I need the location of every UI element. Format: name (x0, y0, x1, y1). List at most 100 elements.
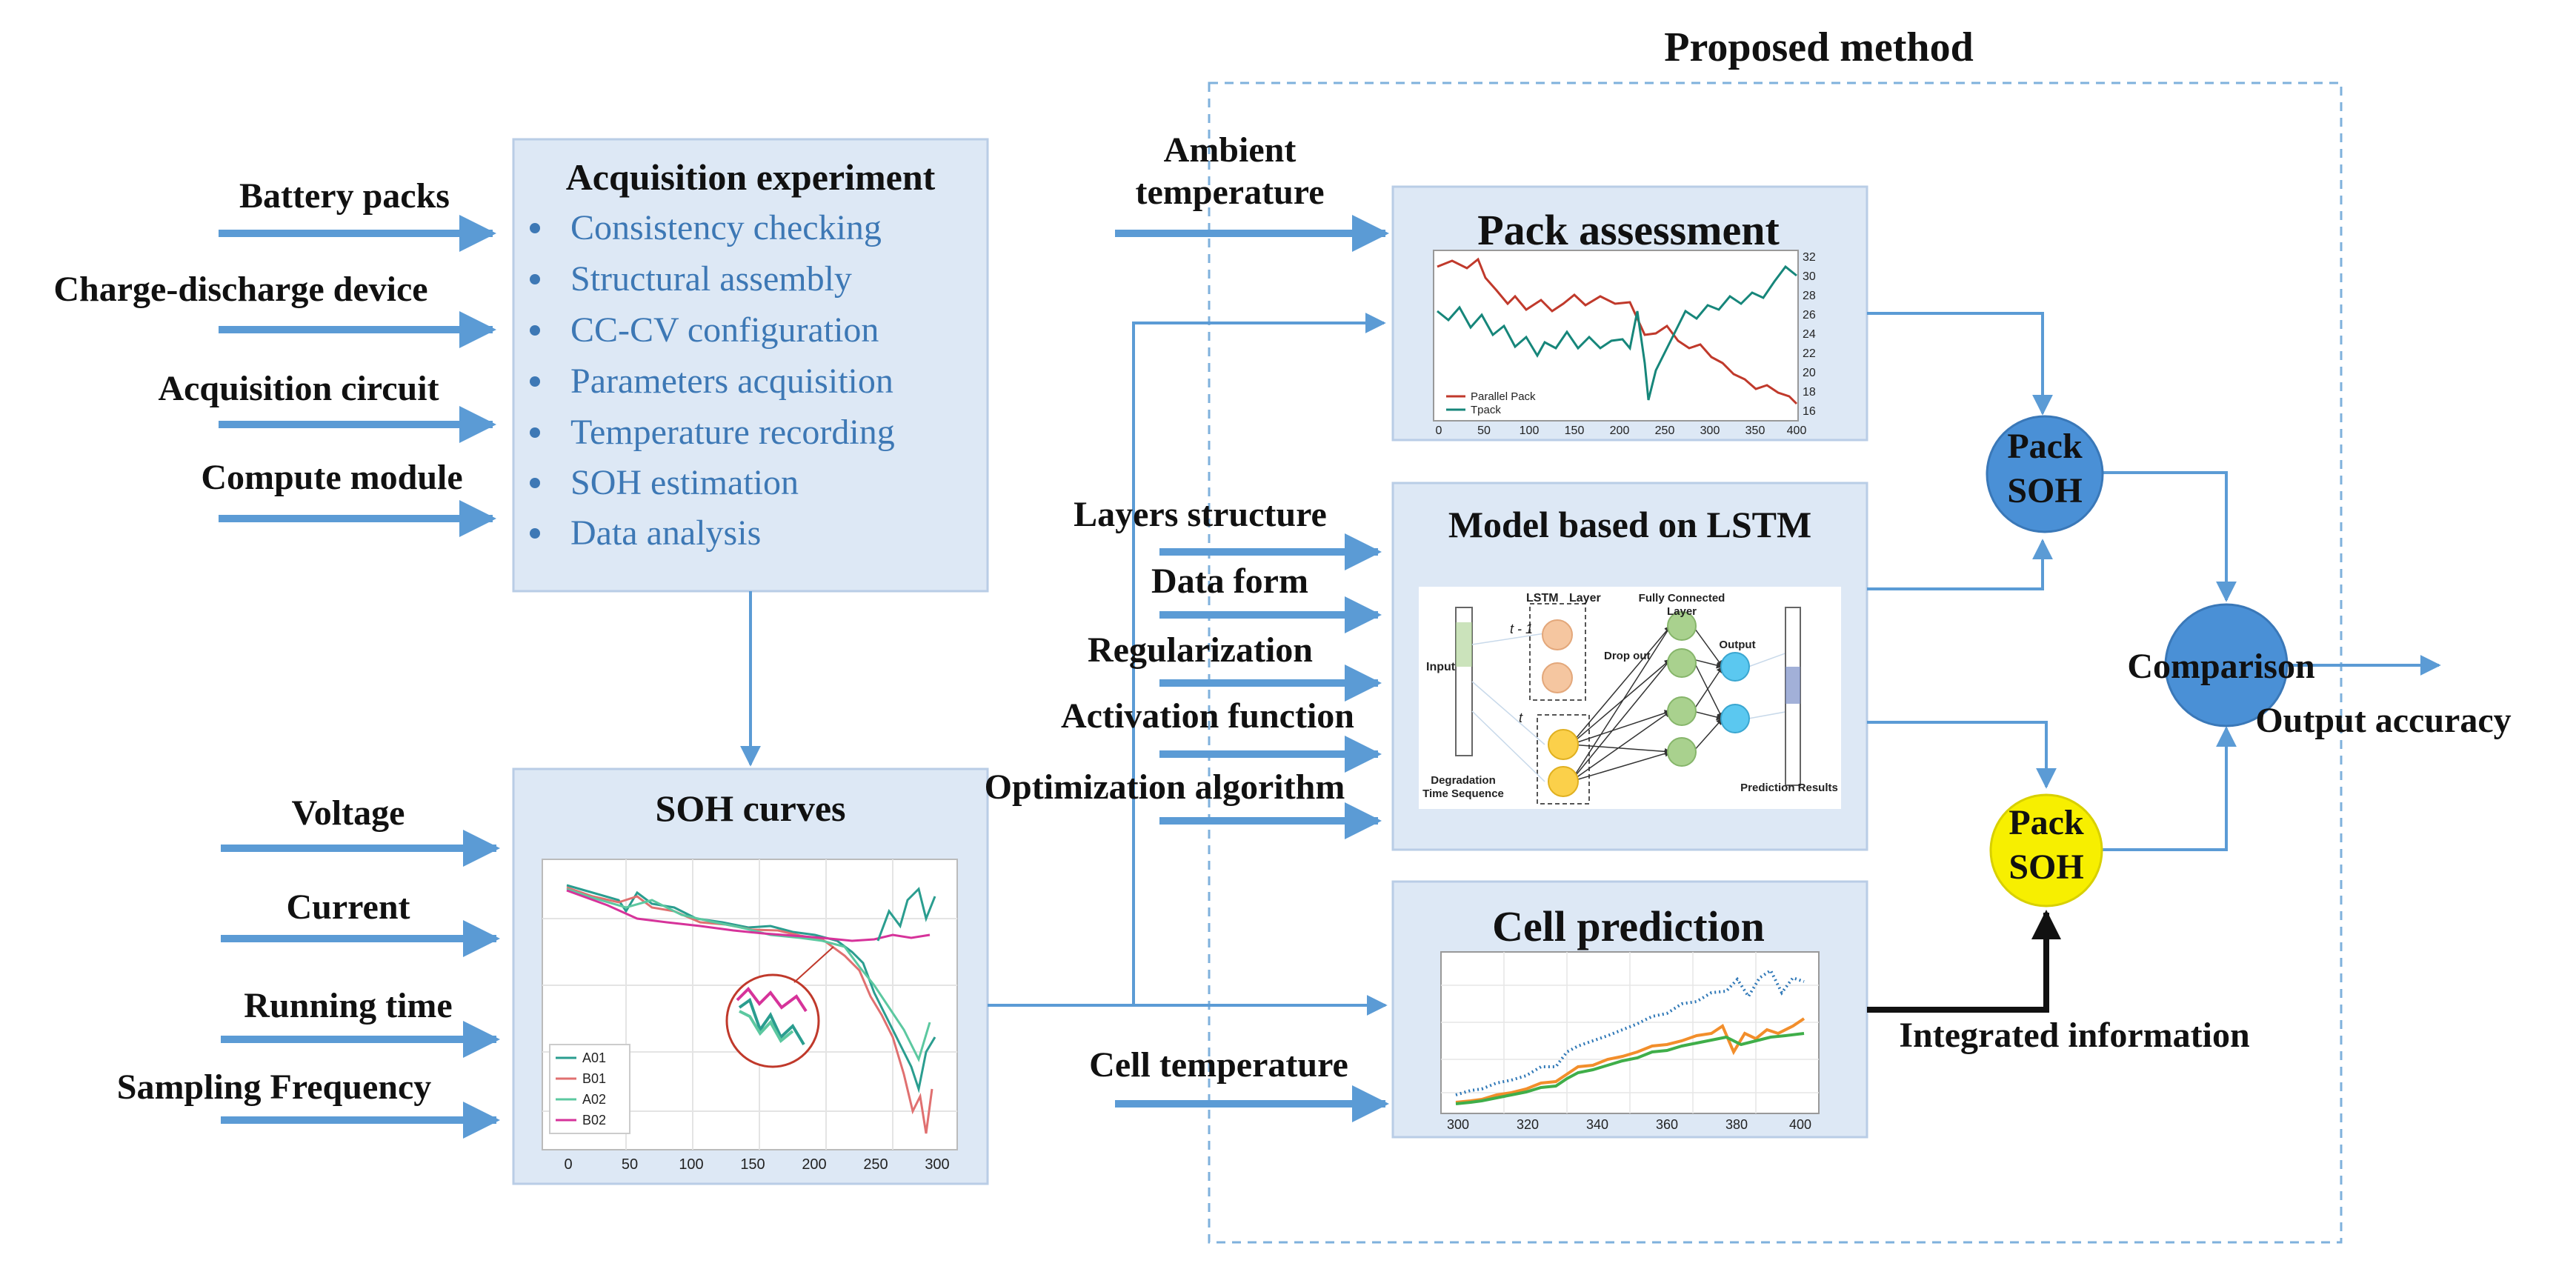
lstm-text-dropout: Drop out (1604, 650, 1650, 662)
lstm-title: Model based on LSTM (1448, 504, 1811, 545)
arrow-pack-to-soh (1867, 312, 2053, 416)
lstm-text-input: Input (1426, 661, 1456, 673)
bullet-icon (530, 427, 540, 438)
cell-prediction-title: Cell prediction (1492, 902, 1765, 950)
lstm-text-t: t (1519, 710, 1523, 725)
node (1542, 619, 1573, 650)
lstm-text-time-sequence: Time Sequence (1422, 787, 1504, 800)
pack-chart-yticks: 32 30 28 26 24 22 20 18 16 (1803, 251, 1816, 418)
input-label-voltage: Voltage (292, 793, 405, 833)
acquisition-list: Consistency checking Structural assembly… (530, 208, 895, 553)
lstm-text-t1: t - 1 (1510, 622, 1533, 636)
cell-chart-lines (1455, 968, 1805, 1105)
acquisition-item: Consistency checking (570, 208, 882, 247)
arrow-cell-integrated (1867, 910, 2061, 1013)
lstm-input-regularization: Regularization (1088, 630, 1313, 670)
soh-zoom-lines (736, 986, 808, 1046)
tick-label: 150 (740, 1156, 765, 1173)
tick-label: 100 (1520, 424, 1540, 437)
lstm-input-activation: Activation function (1061, 696, 1354, 736)
legend-a01: A01 (582, 1050, 606, 1065)
pack-line-tpack (1437, 264, 1797, 401)
legend-a02: A02 (582, 1092, 606, 1107)
soh-curve-b02 (566, 889, 931, 942)
tick-label: 50 (1477, 424, 1491, 437)
pack-soh-2-line1: Pack (2008, 803, 2084, 842)
tick-label: 340 (1586, 1117, 1608, 1132)
comparison-circle (2164, 603, 2289, 727)
arrow-soh-to-comparison-top (2083, 471, 2237, 602)
arrow-lstm-to-cell-soh (1867, 721, 2057, 789)
node (1720, 704, 1750, 733)
arrow-lstm-to-pack-soh (1867, 539, 2053, 590)
node (1667, 696, 1697, 726)
node (1667, 611, 1697, 641)
soh-chart-xticks: 0 50 100 150 200 250 300 (564, 1156, 949, 1173)
tick-label: 320 (1517, 1117, 1539, 1132)
acquisition-item: Data analysis (570, 513, 761, 553)
tick-label: 0 (1436, 424, 1442, 437)
tick-label: 400 (1787, 424, 1807, 437)
bullet-icon (530, 223, 540, 233)
lstm-input-optimization: Optimization algorithm (985, 767, 1345, 807)
soh-curves-title: SOH curves (656, 787, 846, 829)
tick-label: 360 (1656, 1117, 1678, 1132)
acquisition-title: Acquisition experiment (566, 156, 936, 198)
cell-line-blue (1455, 968, 1805, 1096)
pack-soh-circle-blue (1986, 415, 2104, 533)
tick-label: 150 (1565, 424, 1585, 437)
bullet-icon (530, 478, 540, 488)
tick-label: 200 (802, 1156, 826, 1173)
lstm-text-prediction: Prediction Results (1740, 782, 1838, 794)
acquisition-item: CC-CV configuration (570, 310, 879, 350)
bullet-icon (530, 376, 540, 387)
legend-parallel-pack: Parallel Pack (1471, 390, 1536, 403)
integrated-information-label: Integrated information (1899, 1016, 2249, 1055)
acquisition-item: Temperature recording (570, 413, 895, 452)
pack-soh-circle-yellow (1989, 793, 2103, 907)
cell-line-green (1455, 1032, 1805, 1105)
tick-label: 26 (1803, 309, 1816, 322)
input-label-sampling-frequency: Sampling Frequency (117, 1068, 432, 1107)
cell-temperature-label: Cell temperature (1089, 1045, 1348, 1085)
input-label-acquisition-circuit: Acquisition circuit (158, 369, 439, 408)
bullet-icon (530, 325, 540, 336)
bullet-icon (530, 274, 540, 284)
tick-label: 250 (863, 1156, 888, 1173)
ambient-label-line2: temperature (1136, 173, 1325, 212)
node (1548, 729, 1579, 760)
zoom-connector (793, 946, 834, 983)
tick-label: 0 (564, 1156, 572, 1173)
tick-label: 300 (1447, 1117, 1469, 1132)
ambient-label-line1: Ambient (1164, 130, 1297, 170)
node (1542, 662, 1573, 693)
input-label-compute-module: Compute module (201, 458, 462, 497)
lstm-network-figure: Input LSTM Layer t - 1 t Drop (1419, 587, 1841, 809)
node (1667, 737, 1697, 767)
pack-soh-1-line2: SOH (2007, 471, 2082, 510)
pack-soh-1-line1: Pack (2007, 427, 2083, 466)
pack-chart-lines (1437, 257, 1798, 405)
tick-label: 20 (1803, 367, 1816, 379)
tick-label: 350 (1745, 424, 1765, 437)
tick-label: 50 (622, 1156, 638, 1173)
tick-label: 300 (1700, 424, 1720, 437)
tick-label: 24 (1803, 328, 1816, 341)
input-label-current: Current (286, 887, 410, 927)
tick-label: 32 (1803, 251, 1816, 264)
pack-chart-legend: Parallel Pack Tpack (1446, 390, 1536, 416)
node (1548, 766, 1579, 797)
arrow-soh-to-comparison-bottom (2089, 726, 2237, 851)
tick-label: 380 (1725, 1117, 1748, 1132)
acquisition-item: Structural assembly (570, 259, 852, 299)
acquisition-item: SOH estimation (570, 463, 799, 502)
pack-soh-2-line2: SOH (2008, 847, 2083, 887)
lstm-text-degradation: Degradation (1431, 774, 1496, 787)
input-label-charge-discharge: Charge-discharge device (53, 270, 427, 309)
pack-line-parallel (1437, 257, 1798, 405)
lstm-text-layer: Layer (1569, 592, 1601, 604)
tick-label: 18 (1803, 386, 1816, 399)
pack-assessment-title: Pack assessment (1477, 206, 1780, 254)
